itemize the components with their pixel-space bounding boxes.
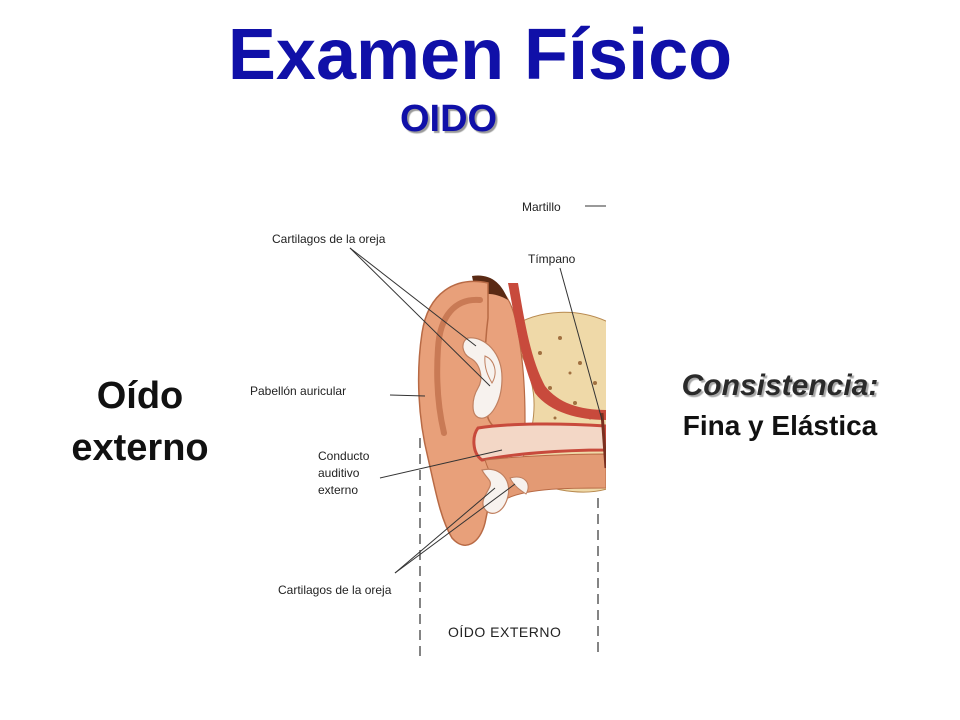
eardrum [600, 412, 606, 469]
leader-lines [349, 205, 606, 574]
external-auditory-canal [472, 422, 606, 462]
slide-title: Examen Físico [227, 15, 733, 95]
cartilage-upper-2 [484, 355, 496, 384]
ear-illustration [417, 275, 606, 546]
cartilage-lower [481, 468, 510, 514]
section-label-line1: Oído [96, 375, 184, 417]
canal-upper-wall [508, 283, 606, 420]
label-conducto-2: auditivo [318, 466, 360, 480]
label-pabellon-auricular: Pabellón auricular [250, 384, 346, 398]
helix-rim [434, 296, 483, 436]
label-martillo: Martillo [522, 200, 561, 214]
consistency-value: Fina y Elástica [682, 410, 878, 441]
label-conducto-3: externo [318, 483, 358, 497]
label-cartilagos-bottom: Cartilagos de la oreja [278, 583, 392, 597]
cartilage-lower-2 [509, 476, 529, 495]
section-label-oido-externo: Oído externo [40, 370, 240, 474]
label-oido-externo: OÍDO EXTERNO [448, 624, 561, 640]
label-conducto-1: Conducto [318, 449, 370, 463]
slide-subtitle: OIDO [400, 98, 498, 140]
consistency-heading: Consistencia: [681, 369, 879, 402]
section-label-line2: externo [71, 427, 209, 469]
label-timpano: Tímpano [528, 252, 576, 266]
consistency-note: Consistencia: Fina y Elástica [625, 366, 935, 446]
ear-anatomy-diagram: Cartilagos de la oreja Pabellón auricula… [250, 200, 606, 658]
label-cartilagos-top: Cartilagos de la oreja [272, 232, 386, 246]
